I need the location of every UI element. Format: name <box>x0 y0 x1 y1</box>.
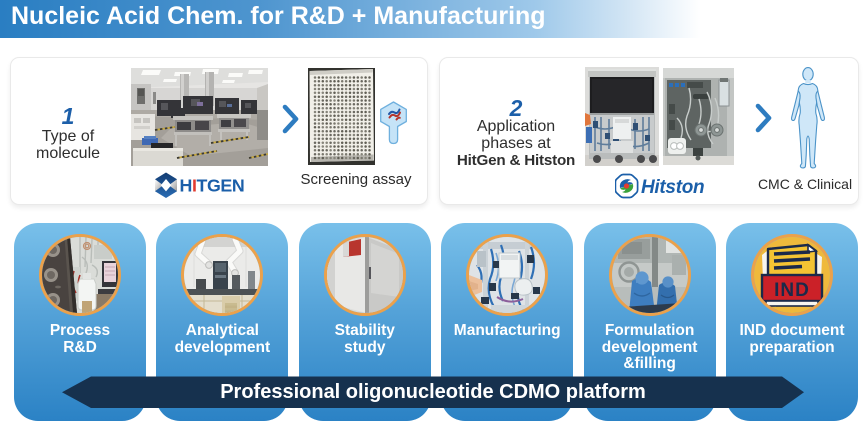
svg-text:HITGEN: HITGEN <box>180 176 245 196</box>
svg-text:IND: IND <box>774 280 810 301</box>
svg-text:Hitston: Hitston <box>641 177 704 198</box>
svg-text:Professional oligonucleotide C: Professional oligonucleotide CDMO platfo… <box>220 381 646 403</box>
